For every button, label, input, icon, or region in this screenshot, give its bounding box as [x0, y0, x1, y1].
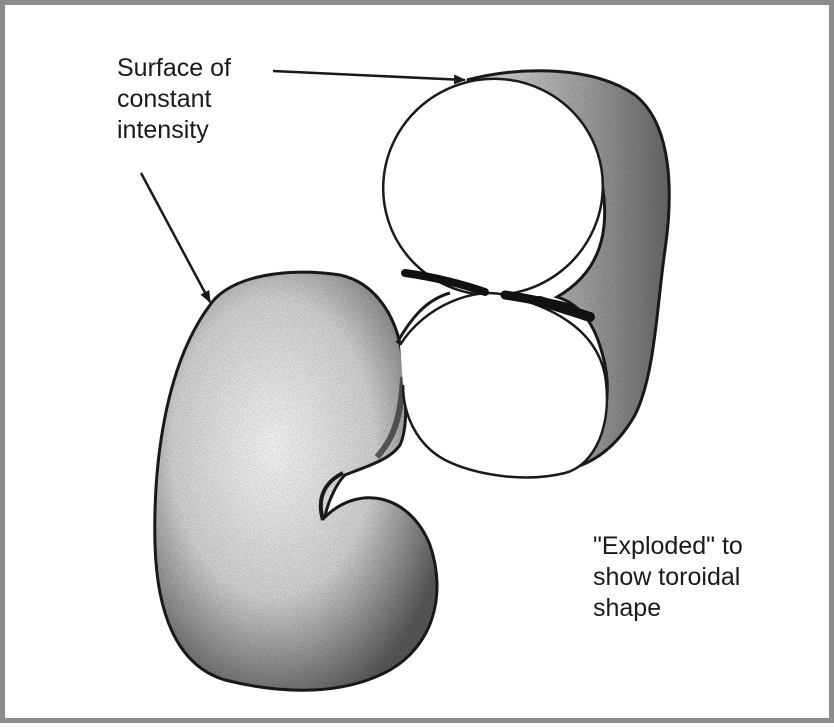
exploded-label-line-2: show toroidal — [593, 562, 743, 593]
kidney-lobe-shape — [155, 272, 437, 690]
top-leader-arrow — [273, 71, 465, 80]
surface-label-line-2: constant — [117, 84, 231, 115]
surface-label-line-1: Surface of — [117, 53, 231, 84]
exploded-label: "Exploded" to show toroidal shape — [593, 531, 743, 624]
side-leader-arrow — [141, 173, 210, 302]
exploded-label-line-3: shape — [593, 593, 743, 624]
surface-label-line-3: intensity — [117, 115, 231, 146]
surface-label: Surface of constant intensity — [117, 53, 231, 146]
exploded-label-line-1: "Exploded" to — [593, 531, 743, 562]
